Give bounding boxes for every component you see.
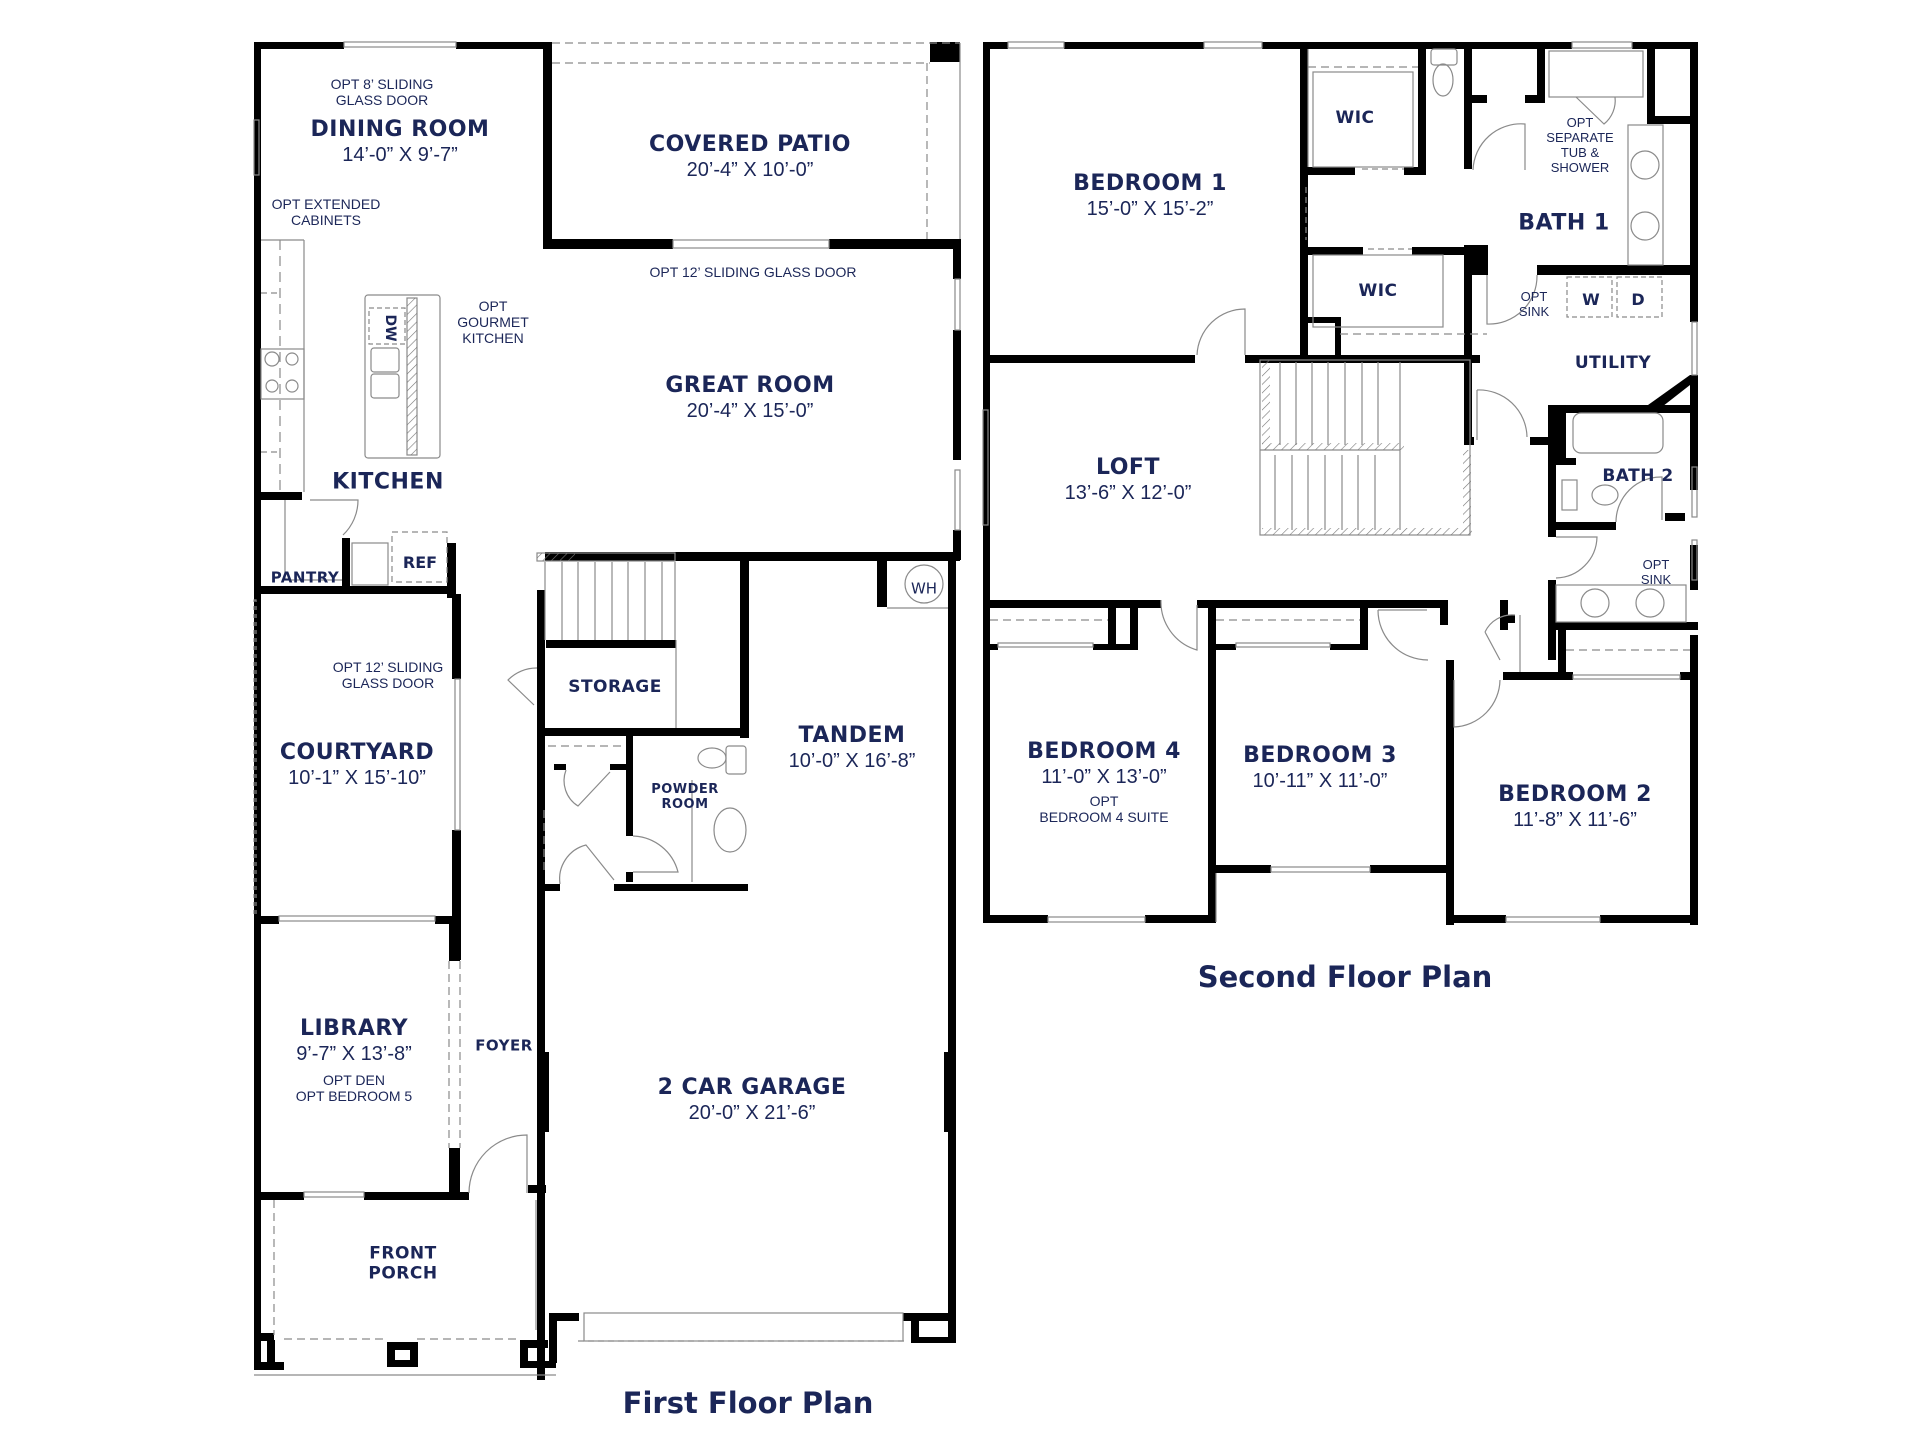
room-dimensions: 11’-8” X 11’-6” <box>1513 809 1637 832</box>
room-dimensions: 20’-0” X 21’-6” <box>688 1102 816 1125</box>
room-dimensions: 20’-4” X 10’-0” <box>686 159 814 182</box>
room-dimensions: 14’-0” X 9’-7” <box>342 144 458 167</box>
room-bath-2[interactable]: BATH 2 <box>1602 466 1674 487</box>
second-floor-walls <box>983 42 1698 925</box>
room-dimensions: 10’-1” X 15’-10” <box>288 767 426 790</box>
room-kitchen[interactable]: KITCHEN <box>332 469 444 495</box>
room-storage[interactable]: STORAGE <box>568 677 662 698</box>
room-name: BEDROOM 3 <box>1243 742 1397 768</box>
room-name: POWDER <box>651 782 719 798</box>
island-bar-hatch <box>407 298 417 455</box>
room-name: FRONT <box>369 1243 437 1264</box>
note-line: SINK <box>1640 572 1672 587</box>
room-wic-upper[interactable]: WIC <box>1335 108 1375 129</box>
room-name: COVERED PATIO <box>648 131 852 157</box>
room-dimensions: 20’-4” X 15’-0” <box>686 400 814 423</box>
note-line: GOURMET <box>457 313 529 330</box>
note-courtyard-slider: OPT 12’ SLIDING GLASS DOOR <box>333 659 443 691</box>
room-tandem[interactable]: TANDEM 10’-0” X 16’-8” <box>789 723 916 773</box>
note-line: OPT <box>1566 115 1594 131</box>
room-name: ROOM <box>661 797 709 812</box>
note-line: CABINETS <box>290 212 361 228</box>
note-great-room-slider: OPT 12’ SLIDING GLASS DOOR <box>649 263 857 280</box>
note-utility-opt-sink: OPT SINK <box>1518 289 1550 320</box>
room-dimensions: 10’-11” X 11’-0” <box>1252 770 1388 793</box>
note-extended-cabinets: OPT EXTENDED CABINETS <box>272 196 381 228</box>
room-wic-lower[interactable]: WIC <box>1358 281 1398 302</box>
room-great-room[interactable]: GREAT ROOM 20’-4” X 15’-0” <box>665 373 834 423</box>
note-separate-tub-shower: OPT SEPARATE TUB & SHOWER <box>1546 115 1614 176</box>
room-dimensions: 15’-0” X 15’-2” <box>1086 198 1214 221</box>
note-line: OPT BEDROOM 5 <box>295 1088 413 1105</box>
second-floor-title: Second Floor Plan <box>1197 960 1493 994</box>
room-bedroom-1[interactable]: BEDROOM 1 15’-0” X 15’-2” <box>1073 171 1227 221</box>
room-name: BEDROOM 4 <box>1027 738 1181 764</box>
room-name: GREAT ROOM <box>665 372 835 398</box>
note-line: SHOWER <box>1550 159 1610 175</box>
water-heater-label: WH <box>910 579 938 598</box>
first-floor-title: First Floor Plan <box>622 1386 874 1420</box>
first-floor-walls <box>254 42 961 1380</box>
room-courtyard[interactable]: COURTYARD 10’-1” X 15’-10” <box>280 740 434 790</box>
room-name: 2 CAR GARAGE <box>657 1074 847 1100</box>
room-garage[interactable]: 2 CAR GARAGE 20’-0” X 21’-6” <box>658 1075 847 1125</box>
room-name: LIBRARY <box>299 1015 409 1041</box>
note-line: SINK <box>1518 304 1550 319</box>
note-line: OPT <box>478 297 508 314</box>
room-name: TANDEM <box>798 722 906 748</box>
note-dining-slider: OPT 8’ SLIDING GLASS DOOR <box>331 76 434 108</box>
note-line: OPT 8’ SLIDING <box>330 75 434 92</box>
room-name: COURTYARD <box>279 739 435 765</box>
note-line: OPT <box>1089 793 1119 810</box>
washer-label: W <box>1582 289 1600 309</box>
room-dimensions: 13’-6” X 12’-0” <box>1064 482 1192 505</box>
room-powder-room[interactable]: POWDER ROOM <box>651 782 719 813</box>
note-line: OPT 12’ SLIDING <box>332 658 444 675</box>
room-name: PORCH <box>368 1263 438 1283</box>
room-foyer[interactable]: FOYER <box>475 1036 533 1055</box>
room-loft[interactable]: LOFT 13’-6” X 12’-0” <box>1065 455 1192 505</box>
dryer-label: D <box>1631 289 1645 309</box>
room-front-porch[interactable]: FRONT PORCH <box>368 1244 437 1283</box>
note-line: KITCHEN <box>462 330 524 347</box>
note-line: OPT DEN <box>323 1072 385 1089</box>
note-line: SEPARATE <box>1546 130 1614 146</box>
room-pantry[interactable]: PANTRY <box>270 568 340 587</box>
room-name: BEDROOM 1 <box>1073 170 1227 196</box>
room-bedroom-4[interactable]: BEDROOM 4 11’-0” X 13’-0” OPT BEDROOM 4 … <box>1027 739 1181 825</box>
room-name: LOFT <box>1096 454 1160 480</box>
room-name: BEDROOM 2 <box>1498 781 1652 807</box>
note-bath2-opt-sink: OPT SINK <box>1640 557 1672 588</box>
note-line: OPT <box>1520 289 1548 305</box>
stair-rail-hatch-2b <box>1262 443 1404 450</box>
note-line: GLASS DOOR <box>341 675 435 691</box>
room-covered-patio[interactable]: COVERED PATIO 20’-4” X 10’-0” <box>649 132 851 182</box>
dishwasher-label: DW <box>382 314 399 342</box>
note-gourmet-kitchen: OPT GOURMET KITCHEN <box>457 298 529 346</box>
room-dimensions: 10’-0” X 16’-8” <box>788 750 916 773</box>
room-name: DINING ROOM <box>310 116 490 142</box>
stair-rail-hatch-2d <box>1463 450 1471 532</box>
room-dimensions: 11’-0” X 13’-0” <box>1041 766 1167 789</box>
stair-rail-hatch-2a <box>1262 360 1270 450</box>
room-bedroom-3[interactable]: BEDROOM 3 10’-11” X 11’-0” <box>1243 743 1397 793</box>
note-line: BEDROOM 4 SUITE <box>1039 809 1169 826</box>
refrigerator-label: REF <box>402 552 438 572</box>
stair-rail-hatch <box>537 553 575 561</box>
note-line: OPT EXTENDED <box>271 195 381 212</box>
note-line: OPT <box>1642 557 1670 573</box>
room-dimensions: 9’-7” X 13’-8” <box>296 1043 412 1066</box>
stair-rail-hatch-2c <box>1262 528 1472 535</box>
note-line: TUB & <box>1560 145 1600 160</box>
room-bedroom-2[interactable]: BEDROOM 2 11’-8” X 11’-6” <box>1498 782 1652 832</box>
room-library[interactable]: LIBRARY 9’-7” X 13’-8” OPT DEN OPT BEDRO… <box>296 1016 412 1104</box>
first-floor-thin-lines <box>253 41 961 1376</box>
room-dining-room[interactable]: DINING ROOM 14’-0” X 9’-7” <box>311 117 490 167</box>
room-utility[interactable]: UTILITY <box>1574 353 1652 374</box>
note-line: GLASS DOOR <box>335 92 429 108</box>
room-bath-1[interactable]: BATH 1 <box>1518 210 1610 236</box>
